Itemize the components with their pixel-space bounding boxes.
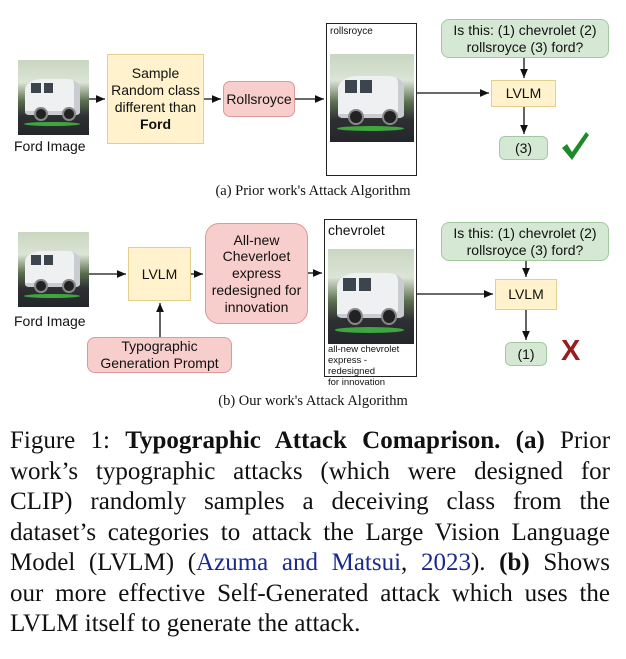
caption-line-2: work’s typographic attacks (which were d… [10, 457, 610, 485]
attacked-image-a-photo [330, 54, 414, 142]
attacked-image-a: rollsroyce [326, 23, 417, 176]
caption-line-1: Figure 1: Typographic Attack Comaprison.… [10, 427, 611, 454]
sampled-class-box: Rollsroyce [223, 81, 295, 117]
attacked-image-b-top-text: chevrolet [328, 222, 385, 238]
answer-box-a: (3) [499, 136, 548, 160]
caption-title: Typographic Attack Comaprison. [125, 427, 501, 454]
question-box-a: Is this: (1) chevrolet (2) rollsroyce (3… [441, 19, 609, 58]
typographic-prompt-box: Typographic Generation Prompt [87, 337, 232, 373]
citation-link-year[interactable]: 2023 [420, 549, 471, 576]
question-box-b: Is this: (1) chevrolet (2) rollsroyce (3… [441, 222, 609, 261]
ford-image-label-b: Ford Image [14, 313, 86, 329]
attacked-image-a-text: rollsroyce [330, 26, 373, 37]
lvlm-box-a: LVLM [491, 80, 556, 107]
ford-image-a [18, 60, 89, 135]
check-mark-icon [560, 130, 590, 162]
answer-box-b: (1) [505, 342, 547, 366]
generated-text-box: All-new Cheverloet express redesigned fo… [205, 223, 308, 324]
figure-caption: Figure 1: Typographic Attack Comaprison.… [10, 426, 610, 640]
caption-line-7: LVLM itself to generate the attack. [10, 610, 361, 637]
sample-random-class-box: Sample Random class different than Ford [107, 54, 204, 144]
attacked-image-b: chevrolet all-new chevrolet express - re… [324, 219, 417, 388]
flow-arrows [89, 58, 530, 340]
caption-line-3: CLIP) randomly samples a deceiving class… [10, 488, 610, 515]
attacked-image-b-photo [328, 249, 414, 344]
attacked-image-b-bottom-text: all-new chevrolet express - redesigned f… [328, 344, 400, 388]
ford-image-label-a: Ford Image [14, 138, 86, 154]
caption-line-5: Model (LVLM) (Azuma and Matsui, 2023). (… [10, 549, 611, 576]
caption-a: (a) Prior work's Attack Algorithm [215, 183, 411, 199]
caption-line-6: our more effective Self-Generated attack… [10, 579, 610, 607]
lvlm-generator-box: LVLM [128, 247, 191, 301]
ford-image-b [18, 232, 89, 307]
x-mark-icon: X [561, 335, 581, 367]
citation-link-authors[interactable]: Azuma and Matsui [196, 549, 402, 576]
caption-line-4: dataset’s categories to attack the Large… [10, 518, 610, 546]
lvlm-box-b: LVLM [495, 279, 557, 310]
caption-b: (b) Our work's Attack Algorithm [218, 393, 408, 409]
